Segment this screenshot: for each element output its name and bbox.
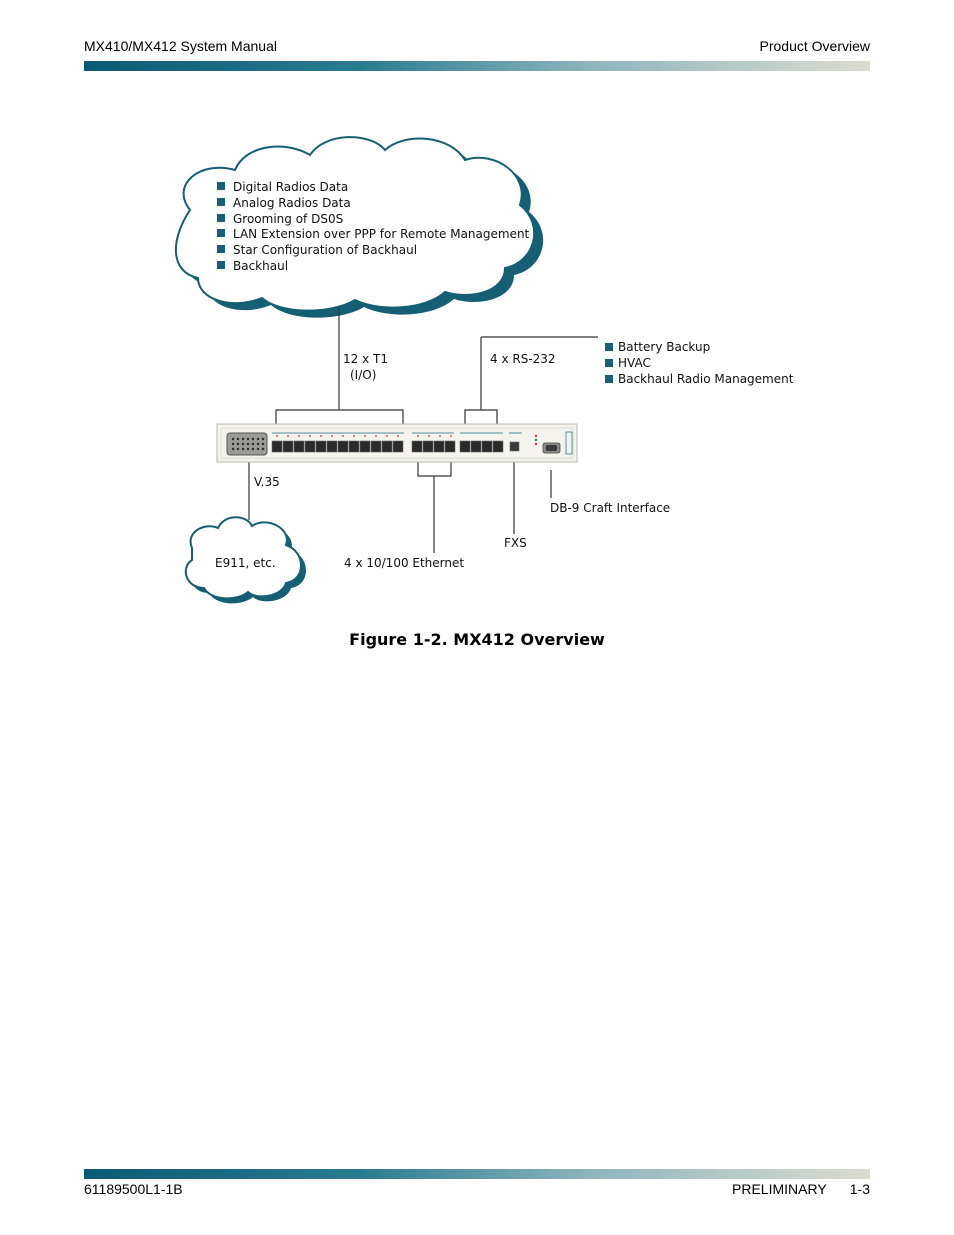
rs232-bullet-list: Battery Backup HVAC Backhaul Radio Manag… [605,340,794,386]
lower-cloud-face [184,516,302,600]
header-document-title: MX410/MX412 System Manual [84,38,277,54]
connector-lines [248,308,598,553]
header-section-title: Product Overview [759,38,870,54]
cloud-item: Backhaul [233,259,288,273]
bullet-icon [605,359,613,367]
bullet-icon [217,261,225,269]
device-inner-panel [220,427,574,459]
upper-cloud [175,136,544,318]
t1-port [282,440,294,453]
e911-label: E911, etc. [215,556,276,570]
cloud-item: Star Configuration of Backhaul [233,243,417,257]
cloud-bullet-list: Digital Radios Data Analog Radios Data G… [217,180,530,273]
t1-label-line1: 12 x T1 [343,352,388,366]
craft-interface-label: DB-9 Craft Interface [550,501,670,515]
mx412-device [216,423,578,463]
bullet-icon [217,214,225,222]
t1-label-line2: (I/O) [350,368,376,382]
cloud-item: LAN Extension over PPP for Remote Manage… [233,227,530,241]
t1-port [326,440,338,453]
port-indicator-leds [276,435,452,437]
bullet-icon [217,229,225,237]
device-logo [565,431,573,455]
v35-pins [231,437,265,451]
t1-ports [271,440,404,453]
cloud-item: Grooming of DS0S [233,212,343,226]
rs232-label: 4 x RS-232 [490,352,556,366]
t1-port [370,440,382,453]
cloud-item: Analog Radios Data [233,196,351,210]
t1-port [304,440,316,453]
t1-port [359,440,371,453]
figure-caption: Figure 1-2. MX412 Overview [349,630,605,649]
cloud-item: Digital Radios Data [233,180,348,194]
header-rule [84,61,870,71]
ethernet-port [422,440,434,453]
rs232-item: Battery Backup [618,340,710,354]
status-leds [534,434,538,446]
ethernet-ports [411,440,456,453]
t1-port [315,440,327,453]
fxs-port [509,441,520,452]
rs232-port [470,440,482,453]
bullet-icon [217,182,225,190]
footer-right: PRELIMINARY 1-3 [732,1181,870,1197]
rs232-port [481,440,493,453]
ethernet-bracket [417,462,452,477]
bullet-icon [217,198,225,206]
rs232-ports [459,440,504,453]
rs232-item: HVAC [618,356,651,370]
footer-page-number: 1-3 [849,1181,870,1197]
footer-rule [84,1169,870,1179]
t1-port [348,440,360,453]
bullet-icon [217,245,225,253]
t1-port [392,440,404,453]
db9-craft-port-inner [546,445,557,451]
ethernet-port [444,440,456,453]
bullet-icon [605,343,613,351]
v35-label: V.35 [254,475,280,489]
t1-bracket [275,409,404,424]
t1-port [381,440,393,453]
ethernet-port [433,440,445,453]
bullet-icon [605,375,613,383]
lower-cloud [184,516,306,604]
t1-port [337,440,349,453]
t1-port [293,440,305,453]
footer-status: PRELIMINARY [732,1181,827,1197]
ethernet-port [411,440,423,453]
rs232-port [459,440,471,453]
fxs-label: FXS [504,536,527,550]
ethernet-label: 4 x 10/100 Ethernet [344,556,464,570]
t1-port [271,440,283,453]
rs232-bracket [464,409,498,424]
footer-document-number: 61189500L1-1B [84,1181,183,1197]
upper-cloud-face [175,136,536,312]
rs232-item: Backhaul Radio Management [618,372,794,386]
rs232-port [492,440,504,453]
